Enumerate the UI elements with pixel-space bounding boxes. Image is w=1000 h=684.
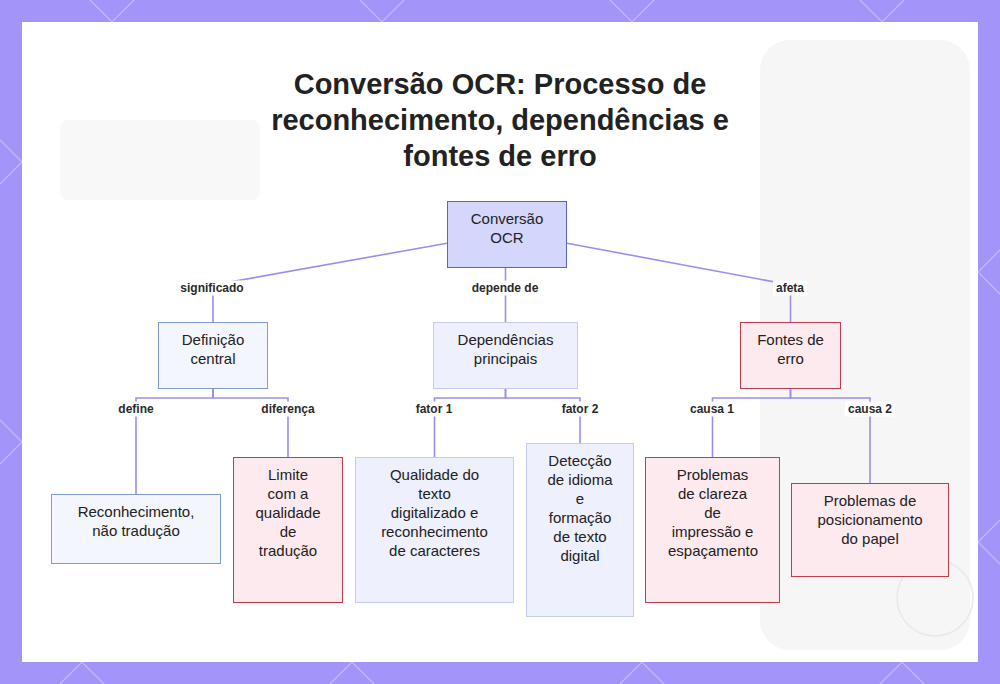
node-text: Problemas de clareza de impressão e espa… (668, 465, 757, 560)
node-text: Limite com a qualidade de tradução (254, 465, 322, 560)
process-box: Problemas de posicionamento do papel (791, 483, 949, 577)
edge-label: fator 1 (413, 402, 456, 417)
process-box: Fontes de erro (740, 322, 841, 389)
node-text: Detecção de idioma e formação de texto d… (546, 451, 614, 565)
process-box: Problemas de clareza de impressão e espa… (645, 457, 780, 603)
edge-label: afeta (773, 281, 807, 296)
node-text: Definição central (169, 330, 257, 368)
edge-label: significado (177, 281, 246, 296)
process-box: Qualidade do texto digitalizado e reconh… (355, 457, 514, 603)
diagram-title: Conversão OCR: Processo de reconheciment… (240, 66, 760, 174)
node-text: Problemas de posicionamento do papel (813, 491, 927, 548)
connector (567, 243, 791, 322)
process-box: Dependências principais (433, 322, 578, 389)
process-box: Reconhecimento, não tradução (51, 494, 221, 564)
edge-label: fator 2 (559, 402, 602, 417)
border-lines (60, 662, 924, 684)
edge-label: causa 1 (687, 402, 737, 417)
connector (213, 389, 288, 457)
process-box: Detecção de idioma e formação de texto d… (526, 443, 634, 617)
edge-label: define (115, 402, 156, 417)
process-box: Definição central (158, 322, 268, 389)
canvas-panel (22, 22, 978, 662)
edge-label: causa 2 (845, 402, 895, 417)
faded-photo (60, 120, 260, 200)
process-box: Conversão OCR (447, 201, 567, 268)
node-text: Qualidade do texto digitalizado e reconh… (380, 465, 489, 560)
edge-label: depende de (469, 281, 542, 296)
edge-label: diferença (258, 402, 317, 417)
connector (713, 389, 791, 457)
connector (213, 243, 447, 322)
node-text: Reconhecimento, não tradução (64, 502, 208, 540)
border-lines (90, 0, 904, 22)
node-text: Fontes de erro (751, 330, 830, 368)
node-text: Conversão OCR (460, 209, 554, 247)
node-text: Dependências principais (444, 330, 567, 368)
process-box: Limite com a qualidade de tradução (233, 457, 343, 603)
connector (435, 389, 506, 457)
